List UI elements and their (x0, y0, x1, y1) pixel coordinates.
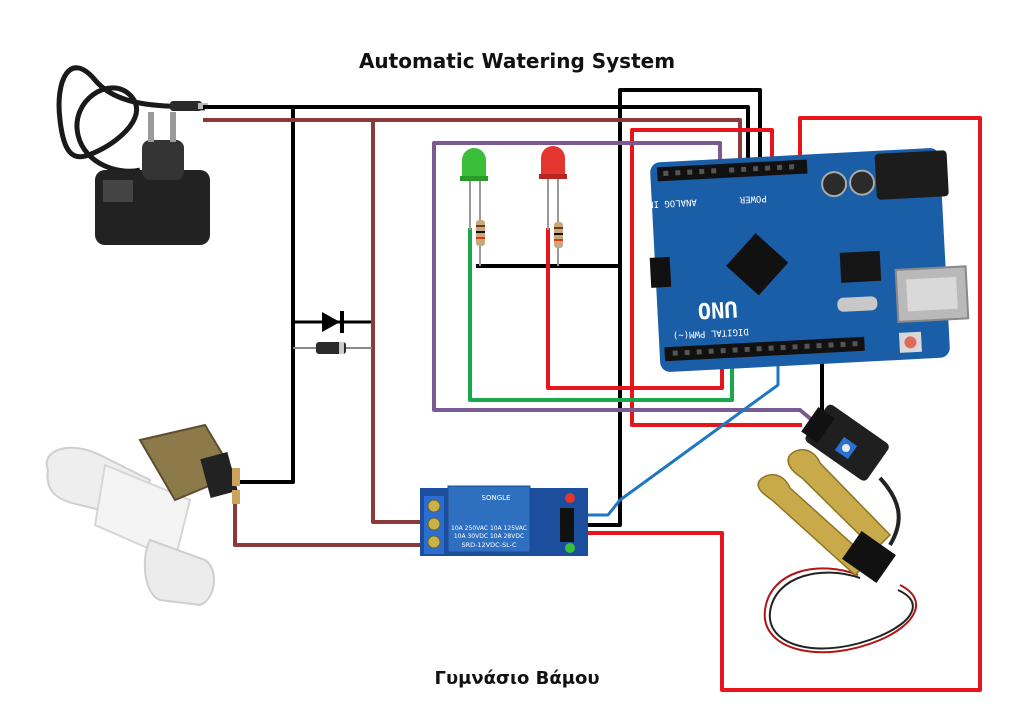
relay-model-label: SRD-12VDC-SL-C (461, 541, 517, 549)
adapter-label (103, 180, 133, 202)
wire-brown-to-relay (371, 118, 432, 524)
wire-red-sensor-vcc (576, 116, 982, 692)
green-led-dome (462, 148, 486, 178)
wire-brown-valve-to-relay (233, 498, 432, 547)
arduino-uno-board: UNO ANALOG IN POWER DIGITAL PWM(~) (648, 148, 970, 372)
adapter-prong-right (170, 112, 176, 142)
capacitor-2 (849, 169, 876, 196)
wire-black-drop-to-valve (238, 105, 295, 484)
wire-red-5v-loop (630, 128, 802, 427)
wire-brown-adapter-to-vin (203, 118, 742, 162)
valve-outlet-pipe (143, 538, 216, 607)
reset-button-cap (904, 336, 917, 349)
diode-triangle (322, 312, 340, 332)
green-resistor-band-3 (476, 237, 485, 239)
red-led-dome (541, 146, 565, 176)
header-pins (663, 164, 858, 356)
sensor-cable-black (768, 571, 914, 650)
wire-purple-a0 (432, 141, 815, 423)
icsp-header (649, 256, 672, 288)
green-led (460, 148, 488, 266)
relay-screw-1 (427, 499, 441, 513)
crystal (837, 296, 878, 312)
green-resistor-band-2 (476, 231, 485, 233)
relay-spec-line-2: 10A 30VDC 10A 28VDC (454, 533, 524, 540)
relay-led-red (565, 493, 575, 503)
relay-screw-3 (427, 535, 441, 549)
wires (203, 88, 982, 692)
red-resistor-band-1 (554, 227, 563, 229)
school-footer: Γυμνάσιο Βάμου (434, 668, 599, 689)
relay-pin-header (560, 508, 574, 542)
diode-symbol (322, 311, 344, 333)
wire-black-gnd-to-relay (576, 88, 762, 527)
sensor-pot-knob (842, 444, 850, 452)
relay-screw-2 (427, 517, 441, 531)
board-model-label: UNO (697, 295, 738, 322)
wire-red-led (546, 228, 724, 390)
relay-brand-label: SONGLE (482, 494, 511, 502)
red-resistor-band-2 (554, 233, 563, 235)
board-pcb (650, 148, 950, 372)
adapter-cable (56, 65, 206, 174)
diagram-title: Automatic Watering System (359, 49, 675, 73)
relay-spec-line-1: 10A 250VAC 10A 125VAC (451, 525, 527, 532)
relay-module: SONGLE 10A 250VAC 10A 125VAC 10A 30VDC 1… (420, 485, 588, 556)
relay-led-green (565, 543, 575, 553)
digital-pwm-label: DIGITAL PWM(~) (673, 326, 749, 340)
power-label: POWER (739, 193, 767, 204)
usb-chip (839, 250, 882, 283)
wire-black-adapter-to-gnd (203, 105, 750, 162)
valve-terminal-2 (232, 490, 240, 504)
probe-connector (842, 531, 896, 583)
usb-port-inner (906, 276, 958, 312)
green-led-rim (460, 176, 488, 181)
soil-probe (757, 448, 896, 583)
wire-green-led (468, 228, 734, 402)
green-resistor (476, 220, 485, 246)
adapter-prong-left (148, 112, 154, 142)
power-adapter (56, 65, 210, 245)
solenoid-valve (45, 423, 240, 607)
green-resistor-band-1 (476, 225, 485, 227)
valve-coil-cap (200, 452, 238, 498)
dc-jack (874, 150, 949, 200)
relay-box (447, 485, 531, 553)
sensor-cable-top (878, 476, 901, 547)
capacitor-1 (821, 171, 848, 198)
adapter-plug-base (142, 140, 184, 180)
wire-blue-relay-signal (578, 350, 780, 517)
red-led-rim (539, 174, 567, 179)
valve-terminal-1 (232, 468, 240, 486)
diode-component (293, 342, 372, 354)
red-resistor (554, 222, 563, 248)
diode-bar (340, 311, 344, 333)
diode-band (339, 342, 344, 354)
sensor-cable-red (763, 567, 918, 654)
diode-body (316, 342, 346, 354)
analog-in-label: ANALOG IN (648, 196, 697, 209)
probe-fork-right (787, 448, 892, 552)
dc-plug-barrel (170, 101, 202, 111)
red-led (539, 146, 567, 266)
digital-header (664, 336, 865, 362)
soil-sensor-module (763, 404, 918, 654)
microcontroller-chip (726, 233, 789, 296)
sensor-pin-header (801, 406, 835, 444)
red-resistor-band-3 (554, 239, 563, 241)
